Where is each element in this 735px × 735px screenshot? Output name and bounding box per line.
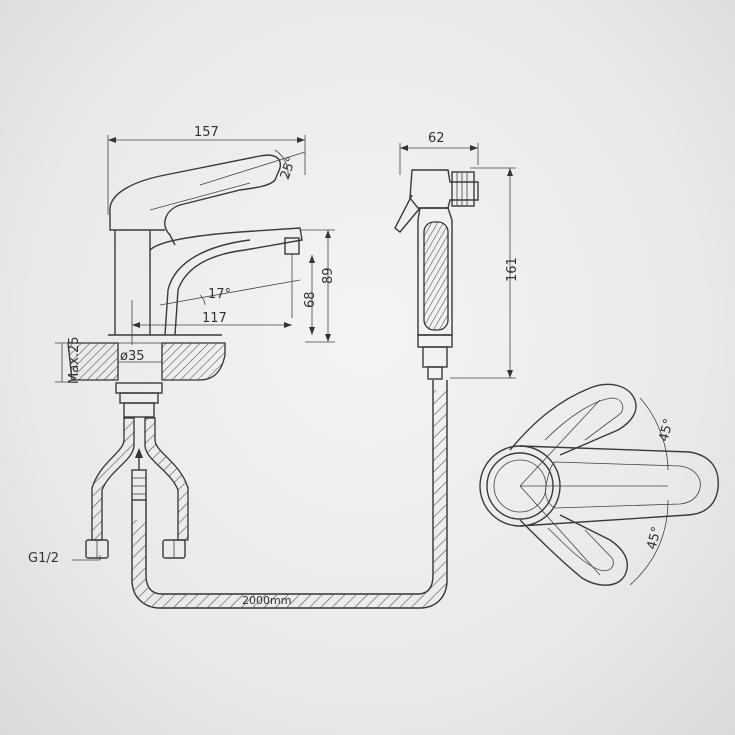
dim-hole-diameter: ø35 [120, 349, 145, 364]
dim-max-countertop: Max.25 [67, 336, 82, 384]
faucet-side-view [55, 135, 448, 609]
dim-handle-angle-bottom: 45° [644, 525, 664, 551]
hand-shower-view [394, 143, 516, 380]
dim-connection-thread: G1/2 [28, 551, 59, 566]
dim-handle-angle-top: 45° [656, 417, 676, 443]
dim-shower-length: 161 [505, 257, 520, 282]
dim-spout-reach: 117 [202, 311, 227, 326]
dim-hose-length: 2000mm [242, 594, 291, 607]
dim-shower-width: 62 [428, 131, 445, 146]
dim-faucet-length: 157 [194, 125, 219, 140]
dim-lever-angle: 25° [278, 155, 300, 182]
dim-faucet-height: 89 [321, 267, 336, 284]
dim-spout-height: 68 [303, 291, 318, 308]
dim-spout-angle: 17° [208, 287, 231, 302]
faucet-top-view [479, 383, 719, 586]
